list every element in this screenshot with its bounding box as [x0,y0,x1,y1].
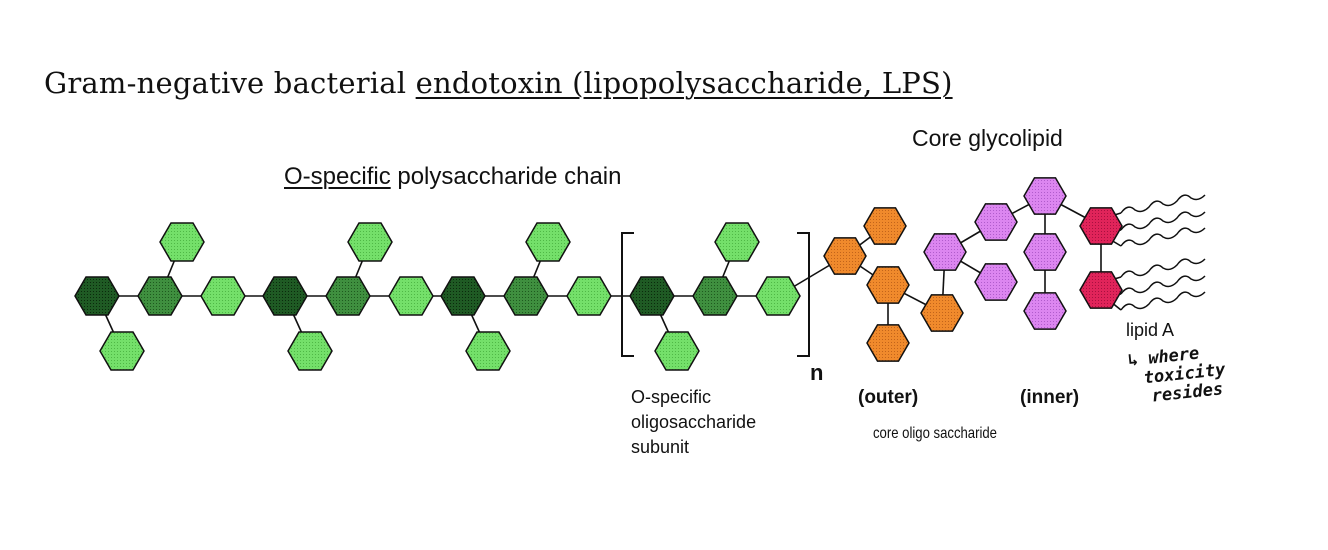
lipid-a-sugar [1079,207,1123,245]
outer-core-sugar [920,294,964,332]
light-green-branch-sugar [465,331,511,371]
fatty-acid-tail [1120,227,1206,247]
title-prefix: Gram-negative bacterial [44,66,416,100]
lipid-a-label: lipid A [1126,320,1175,340]
mid-green-sugar [325,276,371,316]
inner-core-sugar [1023,177,1067,215]
fatty-acid-tail [1120,194,1206,214]
repeat-unit-brackets [621,232,810,357]
light-green-branch-sugar [159,222,205,262]
mid-green-sugar [692,276,738,316]
inner-core-sugar [974,203,1018,241]
lipid-a-fatty-acid-tails [1120,194,1206,311]
dark-green-sugar [262,276,308,316]
oligo-subunit-line-2: oligosaccharide [631,412,757,432]
inner-core-sugar [923,233,967,271]
right-bracket [797,232,810,357]
core-glycolipid-label: Core glycolipid [912,125,1063,151]
inner-core-sugar [1023,292,1067,330]
light-green-sugar [388,276,434,316]
light-green-branch-sugar [525,222,571,262]
outer-core-sugar [823,237,867,275]
glycosidic-bonds [96,195,1122,352]
outer-core-sugar [866,324,910,362]
outer-core-sugar [866,266,910,304]
polysaccharide-chain-text: polysaccharide chain [390,163,622,190]
light-green-sugar [755,276,801,316]
page-title: Gram-negative bacterial endotoxin (lipop… [44,66,953,100]
o-specific-label: O-specific [284,163,391,190]
title-endotoxin: endotoxin (lipopolysaccharide, LPS) [415,66,953,100]
outer-core-sugar [863,207,907,245]
inner-core-sugar [1023,233,1067,271]
repeat-n-label: n [810,360,824,385]
light-green-branch-sugar [287,331,333,371]
core-oligosaccharide-label: core oligo saccharide [873,425,997,442]
sugar-residues [74,177,1123,371]
oligo-subunit-line-3: subunit [631,437,690,457]
fatty-acid-tail [1120,211,1206,231]
light-green-sugar [566,276,612,316]
mid-green-sugar [503,276,549,316]
light-green-branch-sugar [654,331,700,371]
light-green-branch-sugar [99,331,145,371]
dark-green-sugar [440,276,486,316]
dark-green-sugar [629,276,675,316]
left-bracket [621,232,634,357]
polysaccharide-chain-label: O-specific polysaccharide chain [284,163,622,191]
outer-label: (outer) [858,387,919,408]
lipid-a-sugar [1079,271,1123,309]
fatty-acid-tail [1120,258,1206,278]
inner-core-sugar [974,263,1018,301]
oligo-subunit-line-1: O-specific [631,387,712,407]
fatty-acid-tail [1120,291,1206,311]
light-green-branch-sugar [347,222,393,262]
light-green-sugar [200,276,246,316]
light-green-branch-sugar [714,222,760,262]
mid-green-sugar [137,276,183,316]
inner-label: (inner) [1020,387,1080,408]
oligo-subunit-label: O-specific oligosaccharide subunit [631,385,756,460]
fatty-acid-tail [1120,275,1206,295]
dark-green-sugar [74,276,120,316]
